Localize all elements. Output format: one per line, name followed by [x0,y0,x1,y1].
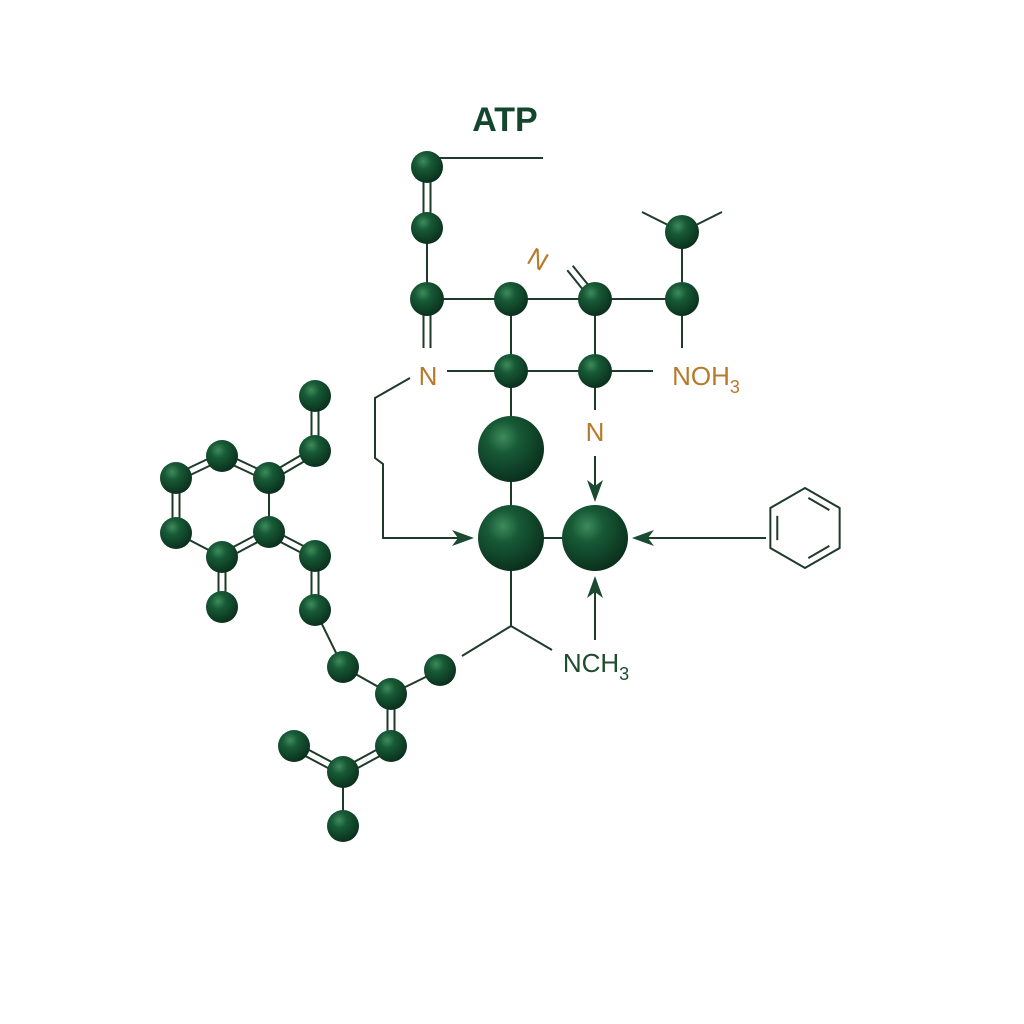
atom-sphere [206,440,238,472]
label-n-left: N [419,361,438,391]
atom-sphere [160,517,192,549]
atom-sphere [494,354,528,388]
atom-sphere [299,540,331,572]
atom-sphere [206,591,238,623]
diagram-title: ATP [472,101,537,139]
arrowhead-icon [452,530,474,546]
atom-sphere [299,380,331,412]
atom-sphere [410,282,444,316]
atom-sphere [278,730,310,762]
atom-sphere [160,462,192,494]
arrowhead-icon [587,576,603,598]
atom-sphere [327,810,359,842]
atom-sphere [478,416,544,482]
benzene-ring-icon [769,486,841,570]
label-nch3: NCH3 [563,648,629,684]
atom-sphere [424,654,456,686]
atom-sphere [578,354,612,388]
atom-sphere [253,462,285,494]
atom-sphere [478,505,544,571]
atom-sphere [299,435,331,467]
label-n-mid: N [586,417,605,447]
label-n-top: N [522,241,553,276]
atom-sphere [327,756,359,788]
atom-sphere [494,282,528,316]
single-bond [510,625,553,651]
atom-sphere [562,505,628,571]
bond-layer [171,157,723,826]
single-bond [461,625,512,657]
atom-sphere [253,516,285,548]
label-noh3: NOH3 [672,361,740,397]
benzene-inner-bond [807,497,830,511]
atom-sphere [375,678,407,710]
atom-sphere [327,651,359,683]
arrow-layer [374,377,766,640]
atom-sphere [665,282,699,316]
atom-sphere [206,541,238,573]
atom-sphere [375,730,407,762]
arrowhead-icon [632,530,654,546]
atom-sphere [665,215,699,249]
atom-sphere [299,594,331,626]
benzene-inner-bond [807,545,830,559]
atom-sphere [411,212,443,244]
atom-layer [160,151,699,842]
atom-sphere [578,282,612,316]
atom-sphere [411,151,443,183]
benzene-outer [769,486,841,570]
arrowhead-icon [587,480,603,502]
arrow-from-n-left [374,377,470,539]
